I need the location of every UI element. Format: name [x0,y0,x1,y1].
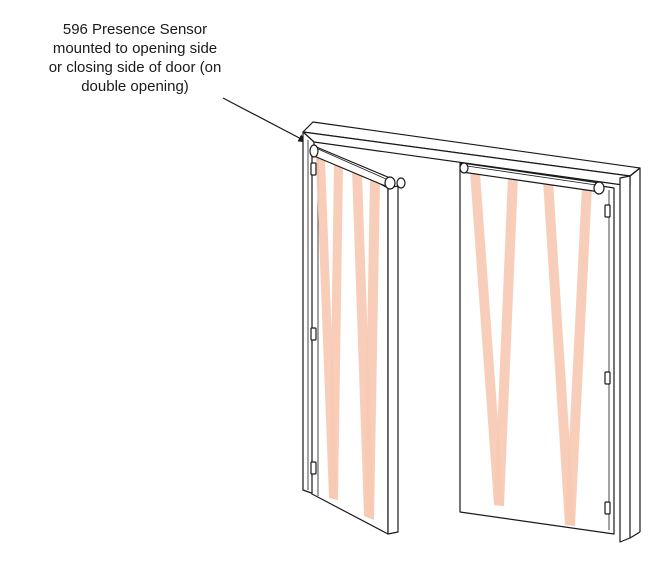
right-door-leaf [459,162,615,535]
right-presence-sensor [459,162,605,195]
callout-arrow [222,97,308,143]
callout-line-2: mounted to opening side [52,40,218,57]
callout-line-1: 596 Presence Sensor [62,21,208,38]
sensor-callout-label: 596 Presence Sensor mounted to opening s… [0,20,270,96]
sensor-beam [470,172,504,506]
sensor-beam [543,180,575,526]
callout-line-4: double opening) [81,78,189,95]
left-presence-sensor [309,144,406,190]
sensor-beam [565,185,592,526]
callout-line-3: or closing side of door (on [48,59,222,76]
door-frame [302,121,641,543]
sensor-beam [364,178,380,520]
left-door-leaf [310,147,399,535]
sensor-beam [494,176,518,506]
sensor-beam [329,163,343,500]
